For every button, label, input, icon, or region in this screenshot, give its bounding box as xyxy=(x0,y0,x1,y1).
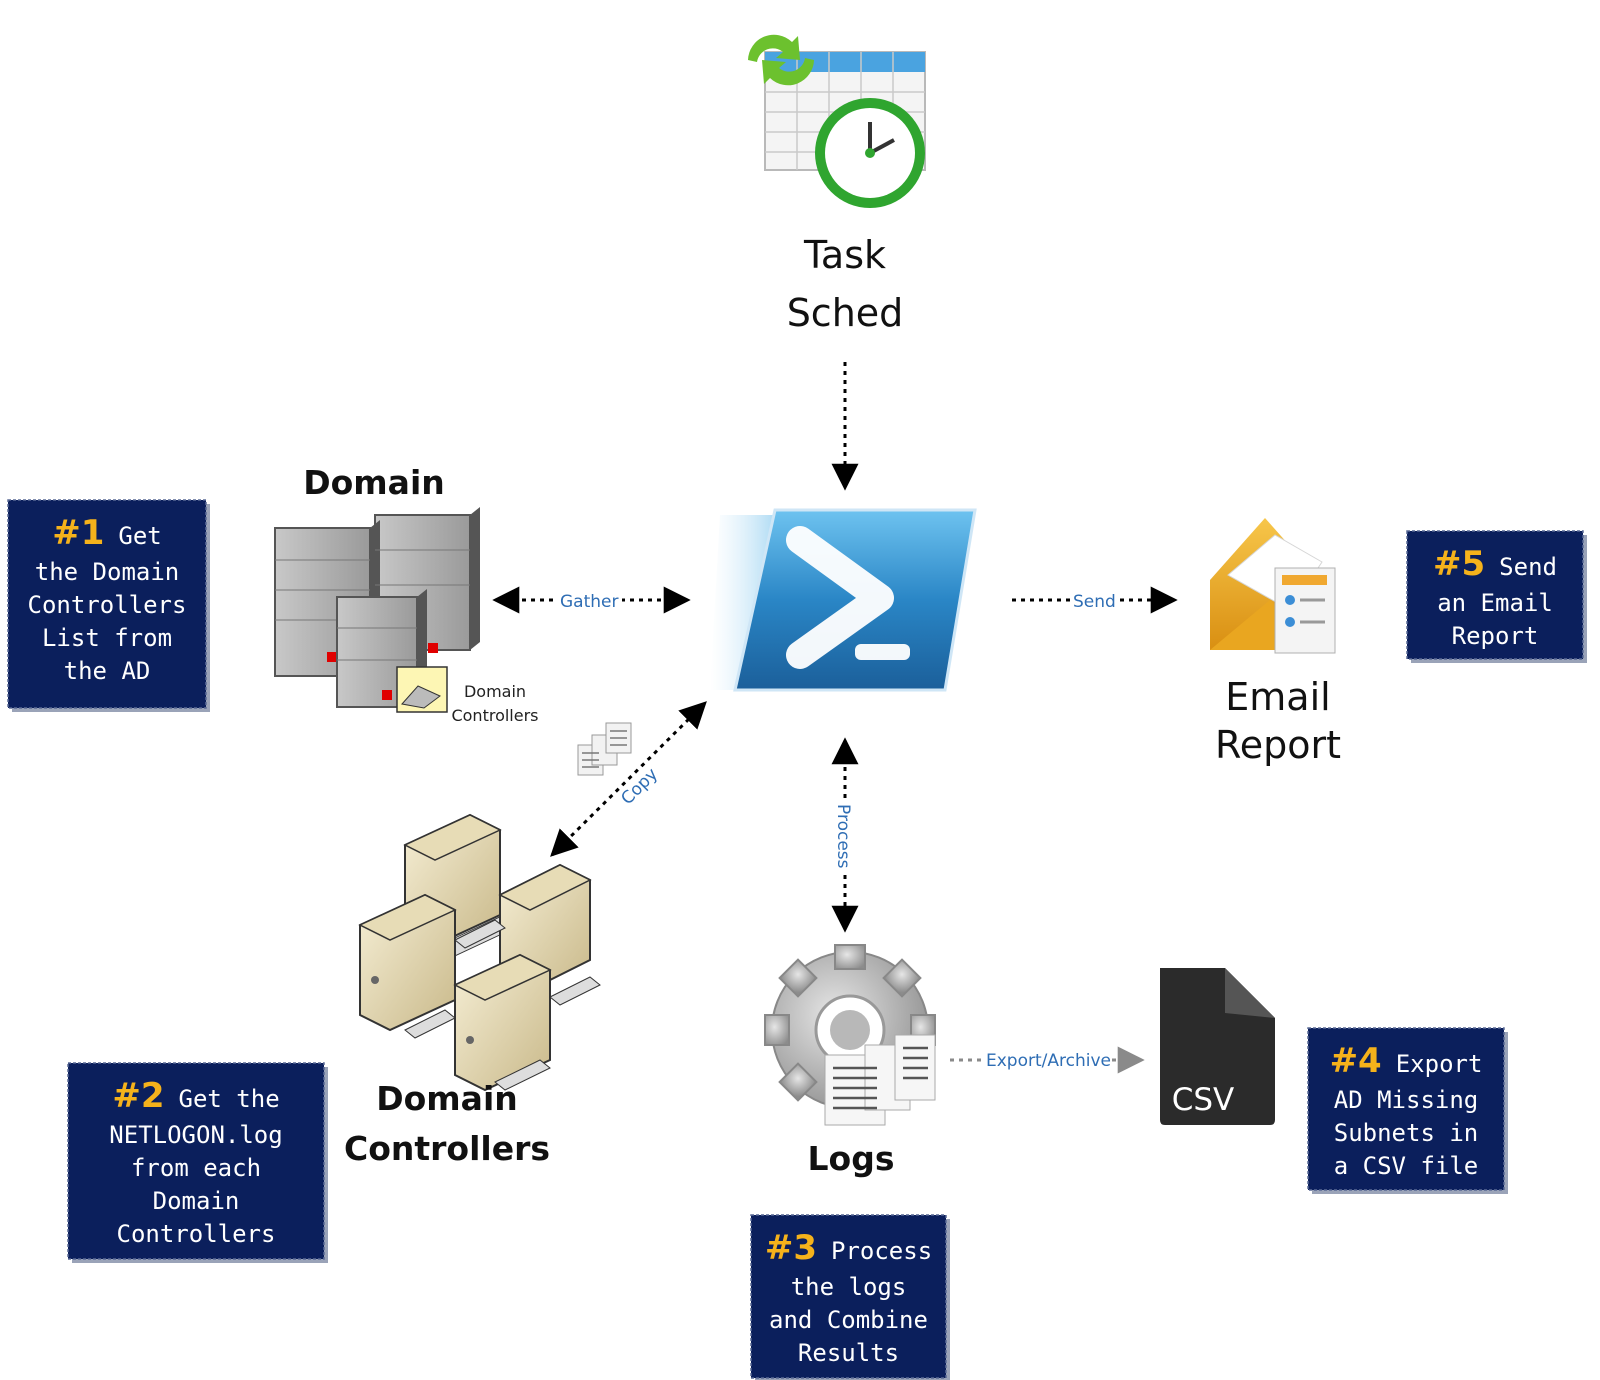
step-text-line: a CSV file xyxy=(1334,1152,1479,1180)
step-box-bg xyxy=(1406,530,1584,660)
step-text-line: Send xyxy=(1499,553,1557,581)
step-text-line: AD Missing xyxy=(1334,1086,1479,1114)
domain-title: Domain xyxy=(303,463,445,502)
task-scheduler-icon xyxy=(748,34,926,208)
step-box-bg xyxy=(67,1062,325,1260)
step-text-line: Results xyxy=(798,1339,899,1367)
edge-export: Export/Archive xyxy=(950,1046,1145,1074)
step-text-line: Get the xyxy=(179,1085,280,1113)
edge-gather: Gather xyxy=(492,586,691,614)
step-number: #1 xyxy=(52,513,104,553)
edge-label-gather: Gather xyxy=(560,592,618,612)
email-label-1: Email xyxy=(1225,675,1330,719)
step-number: #5 xyxy=(1433,544,1485,584)
step-text-line: from each xyxy=(131,1154,261,1182)
step-text-line: Get xyxy=(118,522,161,550)
step-heading: #1 Get xyxy=(52,513,162,553)
edge-send: Send xyxy=(1012,586,1178,614)
documents-icon xyxy=(577,722,632,776)
csv-file-icon xyxy=(1160,968,1275,1125)
domain-sub-label-1: Domain xyxy=(464,682,526,701)
dcs-label-2: Controllers xyxy=(344,1129,550,1168)
step-text-line: Controllers xyxy=(117,1220,276,1248)
email-report-icon xyxy=(1210,518,1336,654)
domain-controllers-icon xyxy=(358,813,601,1092)
edge-label-copy: Copy xyxy=(617,764,662,809)
step-text-line: Export xyxy=(1396,1050,1483,1078)
step-text-line: the AD xyxy=(64,657,151,685)
step-text-line: Controllers xyxy=(28,591,187,619)
step-heading: #3 Process xyxy=(765,1228,932,1268)
logs-label: Logs xyxy=(808,1139,895,1178)
step-text-line: Domain xyxy=(153,1187,240,1215)
edge-label-process: Process xyxy=(833,804,853,869)
step-box-bg xyxy=(1307,1027,1505,1191)
edge-label-export: Export/Archive xyxy=(986,1051,1111,1071)
step-text-line: Report xyxy=(1452,622,1539,650)
task-sched-label-2: Sched xyxy=(787,291,904,335)
edge-process: Process xyxy=(831,737,859,933)
domain-server-icon xyxy=(274,507,480,713)
step-text-line: and Combine xyxy=(769,1306,928,1334)
step-text-line: Subnets in xyxy=(1334,1119,1479,1147)
step-text-line: the Domain xyxy=(35,558,180,586)
step-box-bg xyxy=(7,499,207,709)
step-heading: #4 Export xyxy=(1330,1041,1483,1081)
step-heading: #5 Send xyxy=(1433,544,1557,584)
step-text-line: List from xyxy=(42,624,172,652)
step-number: #2 xyxy=(112,1076,164,1116)
domain-sub-label-2: Controllers xyxy=(451,706,538,725)
step-text-line: the logs xyxy=(791,1273,907,1301)
step-number: #3 xyxy=(765,1228,817,1268)
powershell-icon xyxy=(710,508,977,692)
dcs-label-1: Domain xyxy=(376,1079,518,1118)
step-heading: #2 Get the xyxy=(112,1076,279,1116)
step-text-line: NETLOGON.log xyxy=(109,1121,282,1149)
edge-label-send: Send xyxy=(1073,592,1116,612)
logs-gear-icon xyxy=(764,944,936,1126)
email-label-2: Report xyxy=(1215,723,1341,767)
csv-file-label: CSV xyxy=(1172,1082,1235,1118)
step-text-line: an Email xyxy=(1437,589,1553,617)
step-text-line: Process xyxy=(831,1237,932,1265)
step-number: #4 xyxy=(1330,1041,1382,1081)
step-box-bg xyxy=(750,1214,947,1379)
task-sched-label-1: Task xyxy=(803,233,886,277)
